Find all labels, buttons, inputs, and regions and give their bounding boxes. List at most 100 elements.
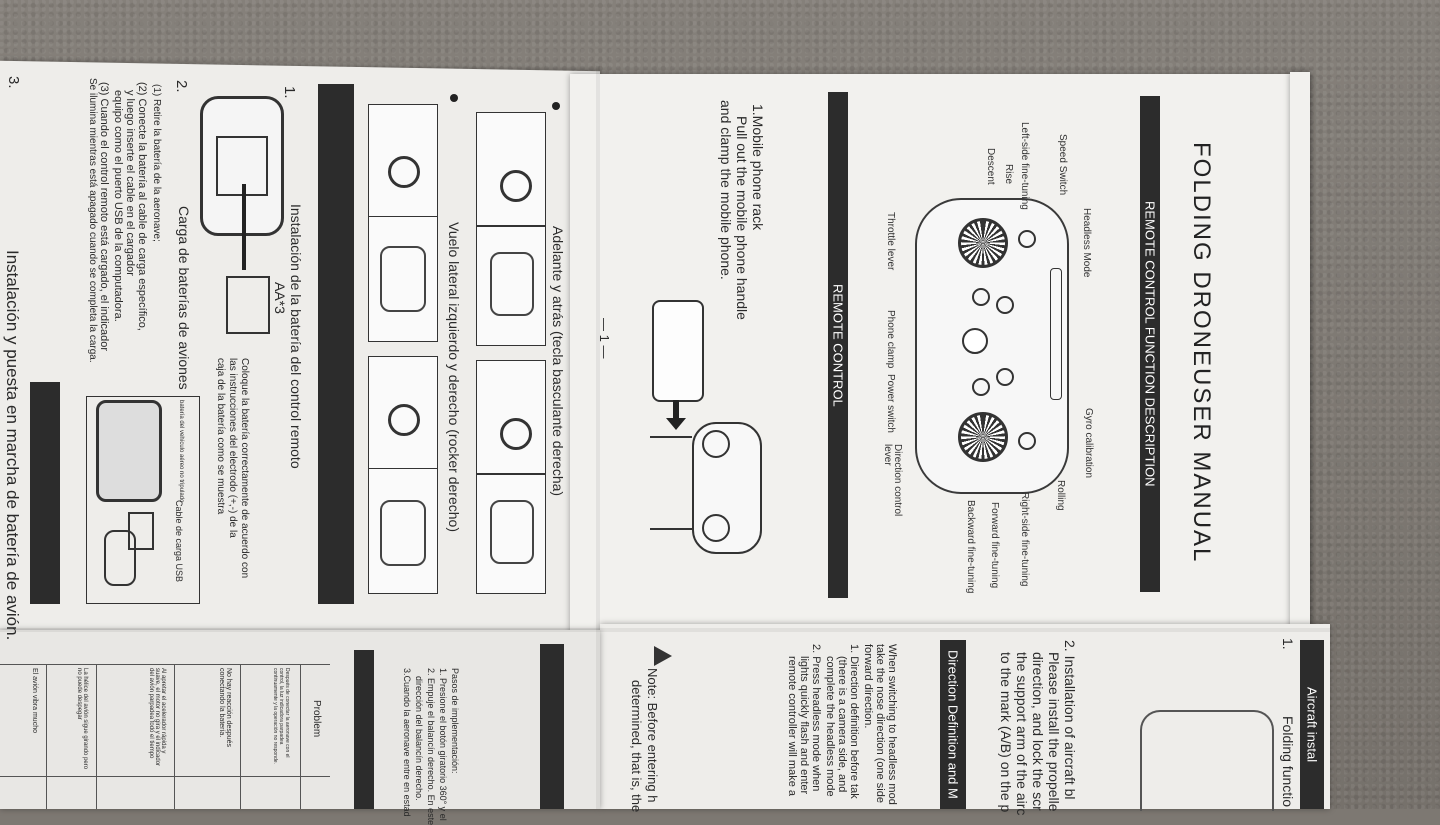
label-backward-fine: Backward fine-tuning — [965, 500, 976, 594]
label-throttle: Throttle lever — [885, 212, 896, 271]
charge-line-1: (1) Retire la batería de la aeronave; — [151, 84, 162, 242]
label-power: Power switch — [885, 374, 896, 433]
panel-drone-3 — [368, 216, 438, 342]
button-small — [972, 378, 990, 396]
direction-bar: Direction Definition and M — [940, 640, 966, 809]
note-line-1: Note: Before entering h — [645, 668, 660, 803]
aa-batteries — [226, 276, 270, 334]
phone-rack-line2: Pull out the mobile phone handle — [734, 116, 750, 320]
button-small — [1018, 230, 1036, 248]
forward-back-caption: Adelante y atrás (tecla basculante derec… — [550, 226, 566, 497]
step-c: dirección del balancín derecho. — [414, 676, 424, 801]
charge-line-2: (2) Conecte la batería al cable de carga… — [136, 82, 148, 331]
problem-row-4: La hélice del avión sigue girando pero n… — [76, 668, 88, 770]
drone-icon — [490, 500, 534, 564]
headless-line-5: (there is a camera side, and — [836, 656, 848, 793]
table-row-divider — [96, 664, 97, 809]
label-forward-fine: Forward fine-tuning — [989, 502, 1000, 589]
headless-line-3: forward direction. — [862, 644, 874, 729]
drone-icon — [490, 252, 534, 316]
flight-battery — [96, 400, 162, 502]
label-rolling: Rolling — [1055, 480, 1066, 511]
bottom-dark-bar-2 — [354, 650, 374, 809]
headless-line-4: 1. Direction definition before tak — [848, 644, 860, 799]
label-rise: Rise — [1003, 164, 1014, 185]
button-small — [972, 288, 990, 306]
headless-line-6: complete the headless mode — [824, 656, 836, 797]
phone-arrow — [673, 400, 679, 420]
panel-drone-2 — [476, 474, 546, 594]
right-page — [1290, 72, 1310, 632]
install-line-4: the support arm of the airc — [1014, 652, 1030, 816]
page-number: — 1 — — [597, 318, 612, 359]
battery-type: AA*3 — [272, 282, 288, 314]
label-headless: Headless Mode — [1081, 208, 1092, 278]
startup-caption: Instalación y puesta en marcha de baterí… — [3, 250, 22, 641]
trouble-table — [0, 664, 330, 810]
label-speed: Speed Switch — [1057, 134, 1068, 196]
remote-control-heading: REMOTE CONTROL — [830, 283, 846, 407]
problem-row-1: Después de conectar la aeronave con el c… — [272, 668, 290, 764]
battery-note-1: Coloque la batería correctamente de acue… — [239, 358, 250, 579]
battery-note-3: caja de la batería como se muestra — [215, 358, 226, 515]
phone-slot — [1050, 268, 1062, 400]
drone-top-view — [1140, 710, 1274, 811]
horizontal-fold — [0, 628, 1330, 632]
panel-drone-1 — [476, 226, 546, 346]
button-small — [996, 368, 1014, 386]
step2-number: 2. — [173, 80, 190, 93]
stick-icon — [388, 156, 420, 188]
bullet — [450, 94, 458, 102]
phone-rack-line1: 1.Mobile phone rack — [750, 104, 766, 231]
mini-holder — [650, 436, 692, 530]
panel-drone-4 — [368, 468, 438, 594]
step-b: 2. Empuje el balancín derecho. En este — [426, 668, 436, 825]
aircraft-install-bar: Aircraft instal — [1300, 640, 1324, 809]
label-phone-clamp: Phone clamp — [885, 310, 896, 369]
table-row-divider — [240, 664, 241, 809]
headless-line-2: take the nose direction (one side — [874, 644, 886, 803]
headless-line-7: 2. Press headless mode when — [810, 644, 822, 792]
insert-arrow — [242, 184, 246, 270]
stick-icon — [500, 170, 532, 202]
problem-row-3: Al apretar el acelerador rápida y suave,… — [148, 668, 166, 767]
battery-small-caption: batería del vehículo aéreo no tripulado — [178, 400, 184, 503]
battery-install-caption: Instalación de la batería del control re… — [288, 204, 304, 469]
folding-caption: Folding functio — [1280, 716, 1296, 808]
phone-arrow-head — [666, 418, 686, 430]
problem-row-5: El avión vibra mucho — [31, 668, 38, 733]
table-col-divider — [0, 776, 330, 777]
right-joystick — [958, 412, 1008, 462]
phone-rack-line3: and clamp the mobile phone. — [718, 100, 734, 280]
charge-line-3b: Se ilumina mientras está apagado cuando … — [87, 78, 98, 363]
table-row-divider — [46, 664, 47, 809]
panel-remote-1 — [476, 112, 546, 226]
stick-icon — [500, 418, 532, 450]
label-right-fine: Right-side fine-tuning — [1019, 492, 1030, 587]
usb-wire — [104, 530, 136, 586]
charge-line-2c: equipo como el puerto USB de la computad… — [112, 90, 124, 322]
remote-control-bar: REMOTE CONTROL — [828, 92, 848, 598]
step3-number: 3. — [5, 76, 22, 89]
startup-dark-bar — [30, 382, 60, 604]
bullet — [552, 102, 560, 110]
vertical-fold — [596, 66, 600, 809]
spanish-dark-bar — [318, 84, 354, 604]
item1-number: 1. — [1280, 638, 1296, 650]
stick-icon — [388, 404, 420, 436]
manual-title: FOLDING DRONEUSER MANUAL — [1188, 142, 1215, 564]
step1-number: 1. — [281, 86, 298, 99]
drone-icon — [380, 500, 426, 566]
drone-icon — [380, 246, 426, 312]
power-button — [962, 328, 988, 354]
button-small — [996, 296, 1014, 314]
headless-line-8: lights quickly flash and enter — [798, 656, 810, 795]
label-left-fine: Left-side fine-tuning — [1019, 122, 1030, 210]
table-row-divider — [300, 664, 301, 809]
headless-line-9: remote controller will make a — [786, 656, 798, 796]
table-row-divider — [174, 664, 175, 809]
label-gyro: Gyro calibration — [1083, 408, 1094, 479]
button-small — [1018, 432, 1036, 450]
install-line-2: Please install the propelle — [1046, 652, 1062, 812]
mini-joystick — [702, 430, 730, 458]
